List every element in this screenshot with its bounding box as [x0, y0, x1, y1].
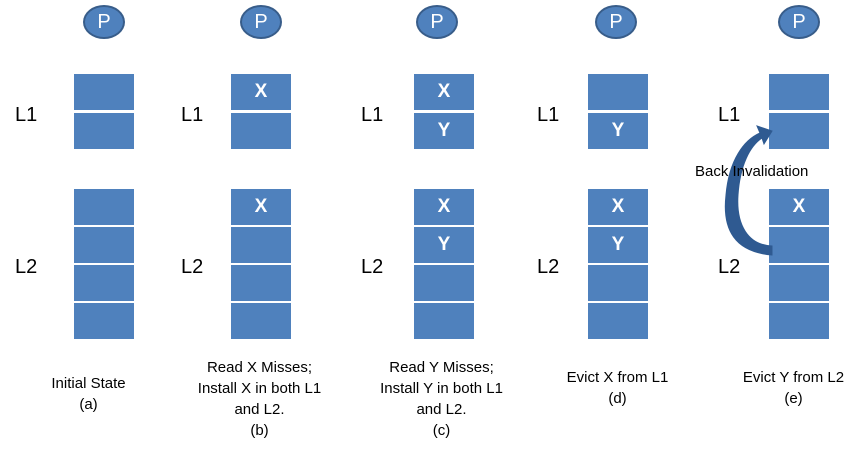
l1-block: [74, 113, 134, 149]
caption-line: (c): [432, 422, 451, 439]
panel-caption: Initial State (a): [2, 373, 175, 415]
caption-line: (a): [79, 396, 98, 413]
caption-line: Read Y Misses;: [389, 359, 494, 376]
l1-block: Y: [588, 113, 648, 149]
caption-line: (d): [608, 390, 627, 407]
caption-line: Install Y in both L1: [380, 380, 503, 397]
l2-block: [231, 265, 291, 301]
l1-block: X: [231, 74, 291, 110]
caption-line: Evict Y from L2: [742, 369, 845, 386]
l2-block: X: [414, 189, 474, 225]
panel-caption: Evict X from L1 (d): [531, 367, 704, 409]
processor-node: P: [595, 5, 637, 39]
panel-caption: Read Y Misses; Install Y in both L1 and …: [355, 357, 528, 441]
caption-line: Install X in both L1: [197, 380, 322, 397]
l2-label: L2: [718, 256, 741, 278]
l2-label: L2: [15, 256, 38, 278]
l2-block: [588, 265, 648, 301]
l1-block: [74, 74, 134, 110]
l1-label: L1: [181, 104, 204, 126]
l2-label: L2: [181, 256, 204, 278]
l1-block: [231, 113, 291, 149]
l2-block: [414, 303, 474, 339]
l2-block: X: [769, 189, 829, 225]
panel-d: P L1 Y L2 X Y Evict X from L1 (d): [519, 0, 692, 451]
l1-block: [769, 74, 829, 110]
caption-line: Initial State: [51, 375, 126, 392]
caption-line: and L2.: [416, 401, 467, 418]
l2-block: X: [588, 189, 648, 225]
l2-block: [231, 227, 291, 263]
panel-b: P L1 X L2 X Read X Misses; Install X in …: [173, 0, 346, 451]
l2-block: [74, 303, 134, 339]
caption-line: Evict X from L1: [566, 369, 669, 386]
back-invalidation-arrow-body: [724, 125, 773, 256]
processor-node: P: [83, 5, 125, 39]
processor-node: P: [416, 5, 458, 39]
l1-label: L1: [718, 104, 741, 126]
l2-block: [414, 265, 474, 301]
l1-label: L1: [361, 104, 384, 126]
caption-line: (b): [250, 422, 269, 439]
back-invalidation-label: Back Invalidation: [695, 163, 809, 180]
l1-block: [588, 74, 648, 110]
panel-c: P L1 X Y L2 X Y Read Y Misses; Install Y…: [346, 0, 519, 451]
caption-line: (e): [784, 390, 803, 407]
panel-e: P L1 L2 X Evict Y from L2 (e): [692, 0, 865, 451]
l1-block: Y: [414, 113, 474, 149]
l1-block: X: [414, 74, 474, 110]
l2-block: [74, 189, 134, 225]
l2-block: Y: [588, 227, 648, 263]
l1-block: [769, 113, 829, 149]
processor-node: P: [240, 5, 282, 39]
l2-block: [769, 227, 829, 263]
panel-caption: Evict Y from L2 (e): [707, 367, 866, 409]
l2-block: [769, 265, 829, 301]
l2-label: L2: [361, 256, 384, 278]
l2-label: L2: [537, 256, 560, 278]
l2-block: X: [231, 189, 291, 225]
l2-block: Y: [414, 227, 474, 263]
processor-node: P: [778, 5, 820, 39]
l2-block: [74, 265, 134, 301]
l2-block: [769, 303, 829, 339]
l2-block: [588, 303, 648, 339]
panel-caption: Read X Misses; Install X in both L1 and …: [173, 357, 346, 441]
l1-label: L1: [15, 104, 38, 126]
l2-block: [74, 227, 134, 263]
l1-label: L1: [537, 104, 560, 126]
panel-a: P L1 L2 Initial State (a): [0, 0, 173, 451]
caption-line: and L2.: [234, 401, 285, 418]
caption-line: Read X Misses;: [206, 359, 313, 376]
l2-block: [231, 303, 291, 339]
